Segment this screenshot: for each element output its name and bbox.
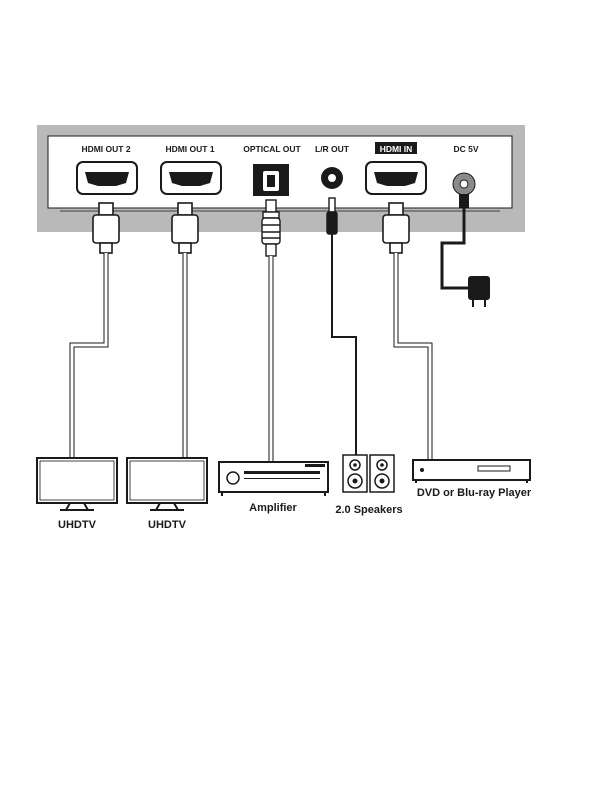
port-label-optical-out: OPTICAL OUT	[243, 144, 301, 154]
hdmi-out-1-port	[161, 162, 221, 194]
dc-jack	[453, 173, 475, 195]
player-icon	[413, 460, 530, 483]
port-label-hdmi-out-2: HDMI OUT 2	[81, 144, 130, 154]
port-label-hdmi-in: HDMI IN	[380, 144, 413, 154]
lr-out-jack	[321, 167, 343, 189]
amplifier-label: Amplifier	[249, 502, 297, 514]
port-label-hdmi-out-1: HDMI OUT 1	[165, 144, 214, 154]
cable-audio	[332, 234, 356, 455]
speaker-right-icon	[370, 455, 394, 492]
tv-right-icon	[127, 458, 207, 510]
speakers-label: 2.0 Speakers	[335, 504, 402, 516]
hdmi-out-2-port	[77, 162, 137, 194]
player-label: DVD or Blu-ray Player	[417, 487, 532, 499]
tv-right-label: UHDTV	[148, 519, 187, 531]
speaker-left-icon	[343, 455, 367, 492]
audio-jack-plug	[327, 198, 337, 234]
optical-out-port	[253, 164, 289, 196]
cable-hdmi-in	[396, 253, 430, 460]
hdmi-in-port	[366, 162, 426, 194]
cable-hdmi-out-2	[72, 253, 106, 458]
tv-left-icon	[37, 458, 117, 510]
amplifier-icon	[219, 462, 328, 496]
power-adapter-icon	[468, 276, 490, 307]
port-label-dc: DC 5V	[453, 144, 478, 154]
tv-left-label: UHDTV	[58, 519, 97, 531]
dc-plug	[459, 194, 469, 208]
port-label-lr-out: L/R OUT	[315, 144, 350, 154]
